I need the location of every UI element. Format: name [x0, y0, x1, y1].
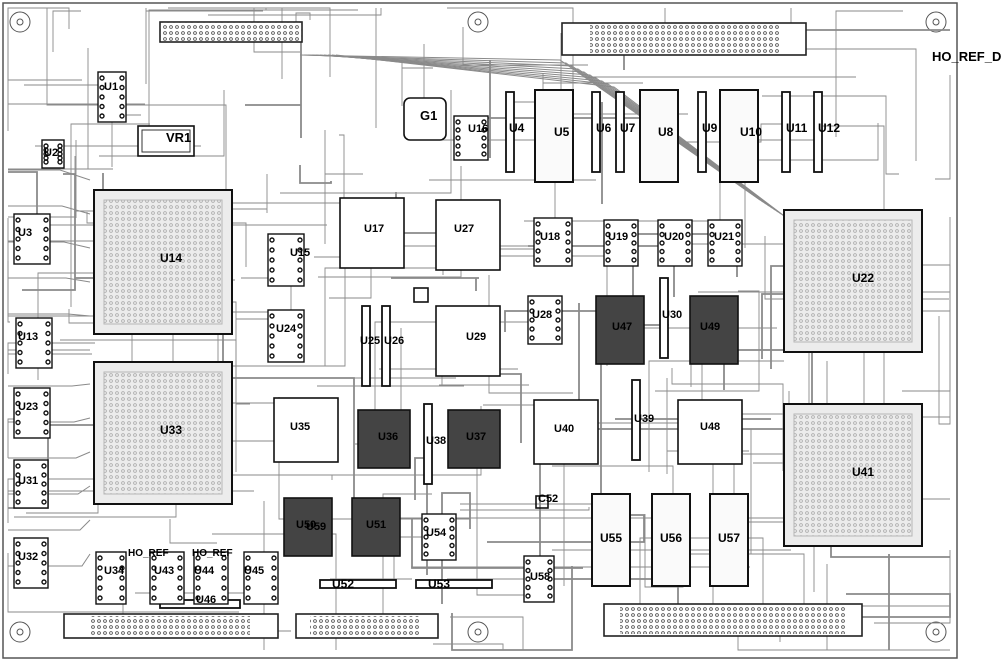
chip-u57 [709, 493, 749, 587]
label-u11: U11 [786, 121, 808, 135]
label-u37: U37 [466, 431, 486, 443]
small-plcc-packages [283, 295, 739, 557]
label-u6: U6 [596, 121, 612, 135]
label-u58: U58 [530, 571, 550, 583]
label-u3: U3 [18, 227, 32, 239]
label-u51: U51 [366, 519, 386, 531]
label-u8: U8 [658, 125, 674, 139]
label-u26: U26 [384, 335, 404, 347]
label-u30: U30 [662, 309, 682, 321]
misc-parts [137, 97, 549, 509]
label-u14: U14 [160, 251, 182, 265]
label-u27: U27 [454, 223, 474, 235]
dip-packages [534, 89, 759, 587]
chip-u34 [95, 551, 127, 605]
soic-packages [13, 71, 743, 605]
label-u4: U4 [509, 121, 525, 135]
label-u16: U16 [468, 123, 488, 135]
label-vr1: VR1 [166, 130, 191, 145]
label-u15: U15 [290, 247, 310, 259]
label-u56: U56 [660, 531, 682, 545]
label-u38: U38 [426, 435, 446, 447]
label-u41: U41 [852, 465, 874, 479]
label-u36: U36 [378, 431, 398, 443]
label-u59: U59 [306, 521, 326, 533]
label-u46: U46 [196, 594, 216, 606]
label-u9: U9 [702, 121, 718, 135]
external-net-label: HO_REF_D [932, 49, 1002, 64]
chip-g1 [403, 97, 447, 141]
label-u21: U21 [714, 231, 734, 243]
label-u20: U20 [664, 231, 684, 243]
chip-u8 [639, 89, 679, 183]
label-u22: U22 [852, 271, 874, 285]
label-u1: U1 [104, 81, 118, 93]
label-u33: U33 [160, 423, 182, 437]
label-u18: U18 [540, 231, 560, 243]
label-u55: U55 [600, 531, 622, 545]
label-u17: U17 [364, 223, 384, 235]
label-u52: U52 [332, 577, 354, 591]
label-u31: U31 [18, 475, 38, 487]
mounting-holes [9, 11, 947, 643]
label-u57: U57 [718, 531, 740, 545]
label-u45: U45 [244, 565, 264, 577]
label-u35: U35 [290, 421, 310, 433]
label-u40: U40 [554, 423, 574, 435]
label-u32: U32 [18, 551, 38, 563]
label-u24: U24 [276, 323, 297, 335]
chip-u55 [591, 493, 631, 587]
label-u39: U39 [634, 413, 654, 425]
connectors [63, 21, 863, 639]
chip-u10 [719, 89, 759, 183]
label-u5: U5 [554, 125, 570, 139]
label-u7: U7 [620, 121, 636, 135]
label-u29: U29 [466, 331, 486, 343]
label-u53: U53 [428, 577, 450, 591]
label-u13: U13 [18, 331, 38, 343]
net-label: HO_REF [192, 548, 233, 559]
net-label: HO_REF [128, 548, 169, 559]
label-c52: C52 [538, 493, 558, 505]
label-u2: U2 [44, 147, 58, 159]
label-u47: U47 [612, 321, 632, 333]
label-u48: U48 [700, 421, 720, 433]
label-u44: U44 [194, 565, 215, 577]
label-u12: U12 [818, 121, 840, 135]
label-u25: U25 [360, 335, 380, 347]
label-g1: G1 [420, 108, 437, 123]
chip-u56 [651, 493, 691, 587]
label-u49: U49 [700, 321, 720, 333]
label-u43: U43 [154, 565, 174, 577]
chip-u5 [534, 89, 574, 183]
label-u10: U10 [740, 125, 762, 139]
label-u34: U34 [104, 565, 125, 577]
label-u19: U19 [608, 231, 628, 243]
label-u28: U28 [532, 309, 552, 321]
label-u50: U50 [296, 519, 316, 531]
label-u54: U54 [426, 527, 447, 539]
label-u23: U23 [18, 401, 38, 413]
